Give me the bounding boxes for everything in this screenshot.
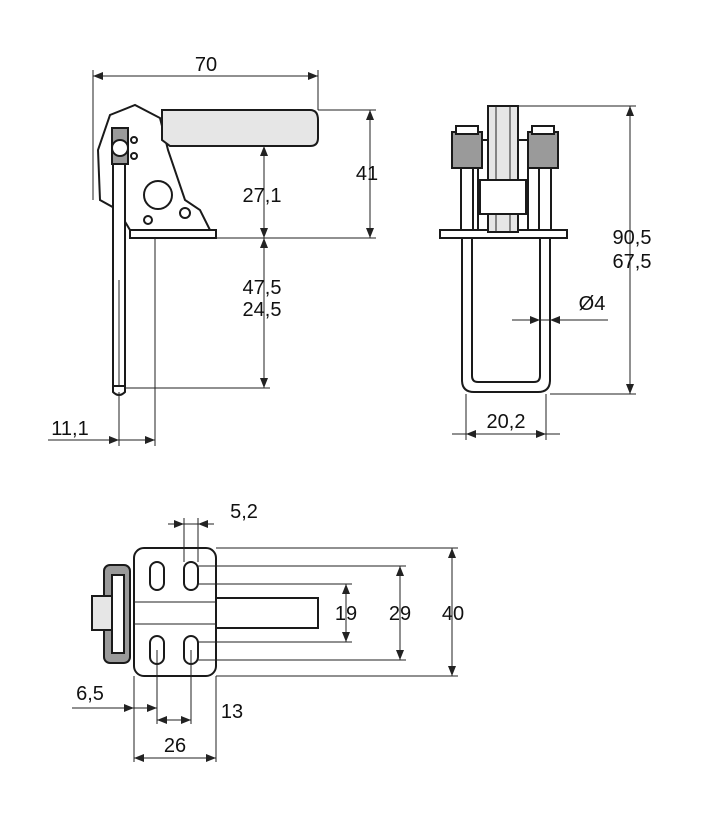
dim-d4-arrow-left — [530, 316, 540, 324]
dim-13-arrow-left — [157, 716, 167, 724]
dim-90-arrow-top — [626, 106, 634, 116]
dim-13-label: 13 — [221, 701, 243, 723]
top-view: 5,2 19 29 40 6,5 13 — [72, 501, 464, 762]
front-u-bolt-outer — [461, 232, 551, 393]
dim-5-arrow-right — [198, 520, 208, 528]
top-slot-1 — [149, 561, 165, 591]
dim-47-label: 47,5 — [243, 277, 282, 299]
dim-13-arrow-right — [181, 716, 191, 724]
dim-20-arrow-left — [466, 430, 476, 438]
dim-11-label: 11,1 — [51, 418, 88, 440]
dim-29-arrow-top — [396, 566, 404, 576]
dim-67-label: 67,5 — [613, 251, 652, 273]
dim-19-label: 19 — [335, 603, 357, 625]
dim-6-arrow-right — [147, 704, 157, 712]
dim-29-label: 29 — [389, 603, 411, 625]
top-slot-2 — [183, 561, 199, 591]
dim-90-label: 90,5 — [613, 227, 652, 249]
front-nut-left — [451, 131, 483, 169]
dim-40-label: 40 — [442, 603, 464, 625]
front-u-bolt-inner — [471, 232, 541, 383]
dim-27-label: 27,1 — [243, 185, 282, 207]
side-view: 70 41 27,1 47,5 24,5 11,1 — [48, 54, 378, 446]
side-handle — [161, 109, 319, 147]
top-nut-inner — [111, 574, 125, 654]
dim-11-arrow-left — [109, 436, 119, 444]
front-nut-right — [527, 131, 559, 169]
top-base-plate — [133, 547, 217, 677]
dim-41-arrow-bottom — [366, 228, 374, 238]
dim-90-arrow-bottom — [626, 384, 634, 394]
side-nut-bolt-a — [130, 136, 138, 144]
dim-20-label: 20,2 — [487, 411, 526, 433]
front-pivot-block — [479, 179, 527, 215]
dim-26-label: 26 — [164, 735, 186, 757]
top-plunger-rod — [209, 597, 319, 629]
dim-11-arrow-right — [145, 436, 155, 444]
dim-27-arrow-bottom — [260, 228, 268, 238]
dim-70-arrow-left — [93, 72, 103, 80]
dim-19-arrow-bottom — [342, 632, 350, 642]
dim-5-label: 5,2 — [230, 501, 258, 523]
dim-d4-label: Ø4 — [579, 293, 606, 315]
top-handle-end — [91, 595, 113, 631]
side-nut-bolt-b — [130, 152, 138, 160]
dim-26-arrow-right — [206, 754, 216, 762]
dim-40-arrow-bottom — [448, 666, 456, 676]
dim-5-arrow-left — [174, 520, 184, 528]
side-base-plate — [129, 229, 217, 239]
dim-6-label: 6,5 — [76, 683, 104, 705]
side-small-pivot — [179, 207, 191, 219]
dim-d4-arrow-right — [550, 316, 560, 324]
side-nut-eye — [111, 139, 129, 157]
side-rivet — [143, 215, 153, 225]
dim-26-arrow-left — [134, 754, 144, 762]
dim-27-arrow-top — [260, 146, 268, 156]
front-view: 90,5 67,5 Ø4 20,2 — [439, 105, 652, 440]
dim-70-arrow-right — [308, 72, 318, 80]
dim-70-label: 70 — [195, 54, 217, 76]
front-nut-left-cap — [455, 125, 479, 135]
dim-29-arrow-bottom — [396, 650, 404, 660]
dim-40-arrow-top — [448, 548, 456, 558]
side-pivot-hole — [143, 180, 173, 210]
dim-6-arrow-left — [124, 704, 134, 712]
dim-24-label: 24,5 — [243, 299, 282, 321]
dim-47-arrow-top — [260, 238, 268, 248]
dim-41-arrow-top — [366, 110, 374, 120]
side-plunger-tip — [112, 385, 126, 396]
front-nut-right-cap — [531, 125, 555, 135]
dim-19-arrow-top — [342, 584, 350, 594]
dim-20-arrow-right — [536, 430, 546, 438]
dim-47-arrow-bottom — [260, 378, 268, 388]
dim-41-label: 41 — [356, 163, 378, 185]
